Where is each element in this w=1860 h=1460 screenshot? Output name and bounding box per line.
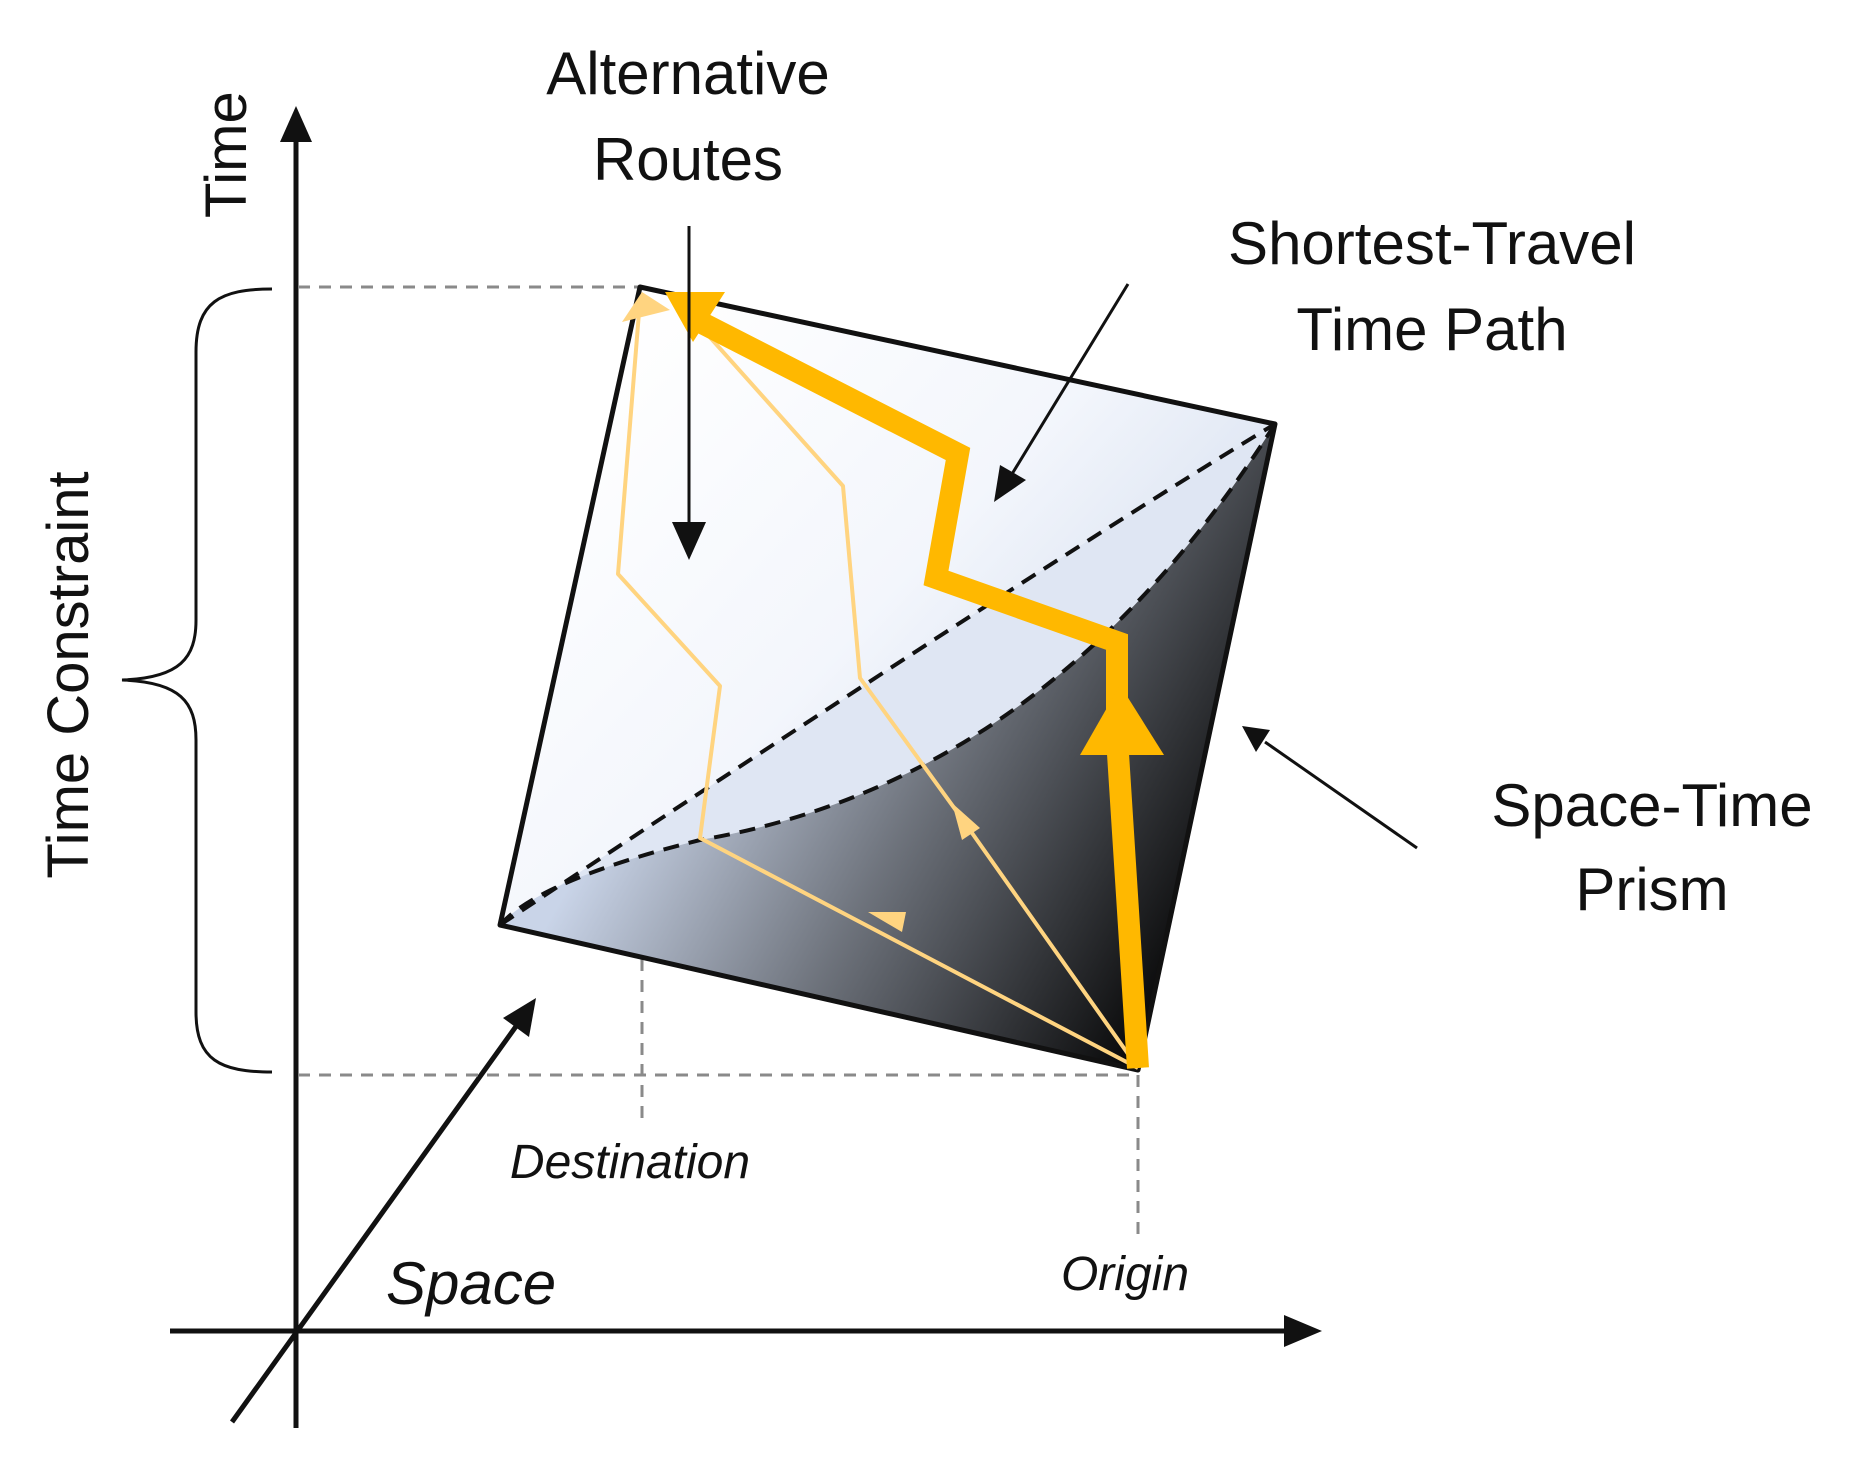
time-axis-arrowhead xyxy=(280,106,312,142)
guide-lines xyxy=(298,285,1140,1240)
prism-pointer xyxy=(1264,740,1418,850)
prism-ellipse-upper-dashed xyxy=(498,422,1277,927)
prism-upper-face xyxy=(500,287,1275,925)
alternative-routes xyxy=(616,292,1140,1070)
origin-label: Origin xyxy=(1061,1248,1189,1301)
time-constraint-brace xyxy=(121,287,273,1074)
shortest-path-pointer-head xyxy=(994,465,1026,502)
shortest-path-mid-arrowhead xyxy=(1080,685,1164,755)
destination-label: Destination xyxy=(510,1136,750,1189)
alt-route-middle-arrowhead xyxy=(952,803,980,840)
shortest-path-label-line2: Time Path xyxy=(1296,296,1567,363)
alternative-route-left xyxy=(616,299,1139,1070)
time-constraint-label: Time Constraint xyxy=(36,471,101,878)
alt-route-left-arrowhead xyxy=(868,912,906,932)
shortest-path-pointer xyxy=(1010,283,1130,475)
alternative-routes-pointer-head xyxy=(672,522,706,560)
shortest-travel-time-path xyxy=(665,292,1164,1069)
alternative-routes-label-line2: Routes xyxy=(593,126,783,193)
space-axis-label: Space xyxy=(386,1250,556,1317)
prism-ellipse-lower-dashed xyxy=(498,422,1277,927)
axes xyxy=(170,106,1322,1428)
prism-pointer-head xyxy=(1242,726,1270,752)
shortest-path-top-arrowhead xyxy=(665,292,725,342)
alternative-route-middle xyxy=(688,313,1140,1070)
depth-axis-line xyxy=(229,1016,525,1424)
depth-axis-arrowhead xyxy=(503,998,536,1037)
shortest-path-line xyxy=(694,312,1149,1069)
prism-dark-face xyxy=(500,424,1275,1070)
prism-lower-face xyxy=(500,424,1275,925)
annotation-arrows xyxy=(672,226,1418,850)
prism-outline xyxy=(497,284,1278,1073)
space-axis-arrowhead xyxy=(1284,1315,1322,1347)
space-time-prism xyxy=(497,284,1278,1073)
alt-route-top-arrowhead xyxy=(622,292,670,322)
time-axis-label: Time xyxy=(194,91,259,218)
alternative-routes-label-line1: Alternative xyxy=(546,40,829,107)
prism-label-line1: Space-Time xyxy=(1491,772,1812,839)
prism-label-line2: Prism xyxy=(1575,856,1728,923)
shortest-path-label-line1: Shortest-Travel xyxy=(1228,210,1636,277)
